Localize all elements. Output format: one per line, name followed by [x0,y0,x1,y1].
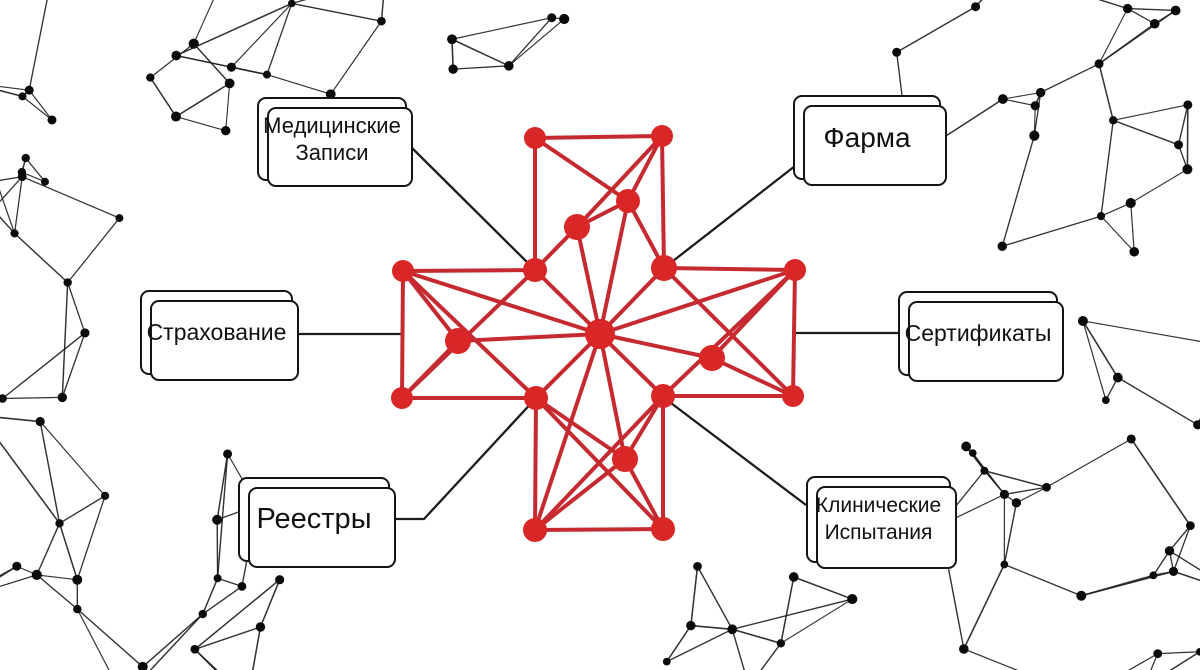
node-label-medical-records: Медицинские Записи [263,112,401,166]
medical-cross-network [391,125,806,542]
node-label-clinical-trials: Клинические Испытания [815,494,942,544]
cross-node-B1 [523,518,547,542]
cross-node-R2 [782,385,804,407]
cross-node-LI [445,328,471,354]
node-label-pharma: Фарма [823,122,911,153]
node-box-pharma: Фарма [793,95,947,186]
node-box-certificates: Сертификаты [898,291,1064,382]
node-box-clinical-trials: Клинические Испытания [806,476,957,569]
node-label-certificates: Сертификаты [904,320,1052,347]
node-box-insurance: Страхование [140,290,299,381]
cross-node-R1 [784,259,806,281]
cross-node-CTR [651,255,677,281]
cross-node-L2 [391,387,413,409]
cross-node-L1 [392,260,414,282]
connector-medical_records [406,142,536,271]
node-label-insurance: Страхование [146,319,287,346]
cross-node-CBL [524,386,548,410]
cross-node-B2 [651,517,675,541]
cross-node-T1 [524,127,546,149]
connector-clinical_trials [662,396,807,506]
cross-node-BI [612,446,638,472]
cross-node-C [585,319,615,349]
connector-registries [390,397,537,521]
cross-node-RI [699,345,725,371]
connector-lines [293,142,898,521]
node-box-medical-records: Медицинские Записи [257,97,413,187]
cross-node-TI1 [616,189,640,213]
cross-node-CTL [523,258,547,282]
cross-node-CBR [651,384,675,408]
cross-node-TI2 [564,214,590,240]
node-label-registries: Реестры [256,503,372,536]
node-box-registries: Реестры [238,477,396,568]
connector-pharma [663,165,796,269]
cross-node-T2 [651,125,673,147]
